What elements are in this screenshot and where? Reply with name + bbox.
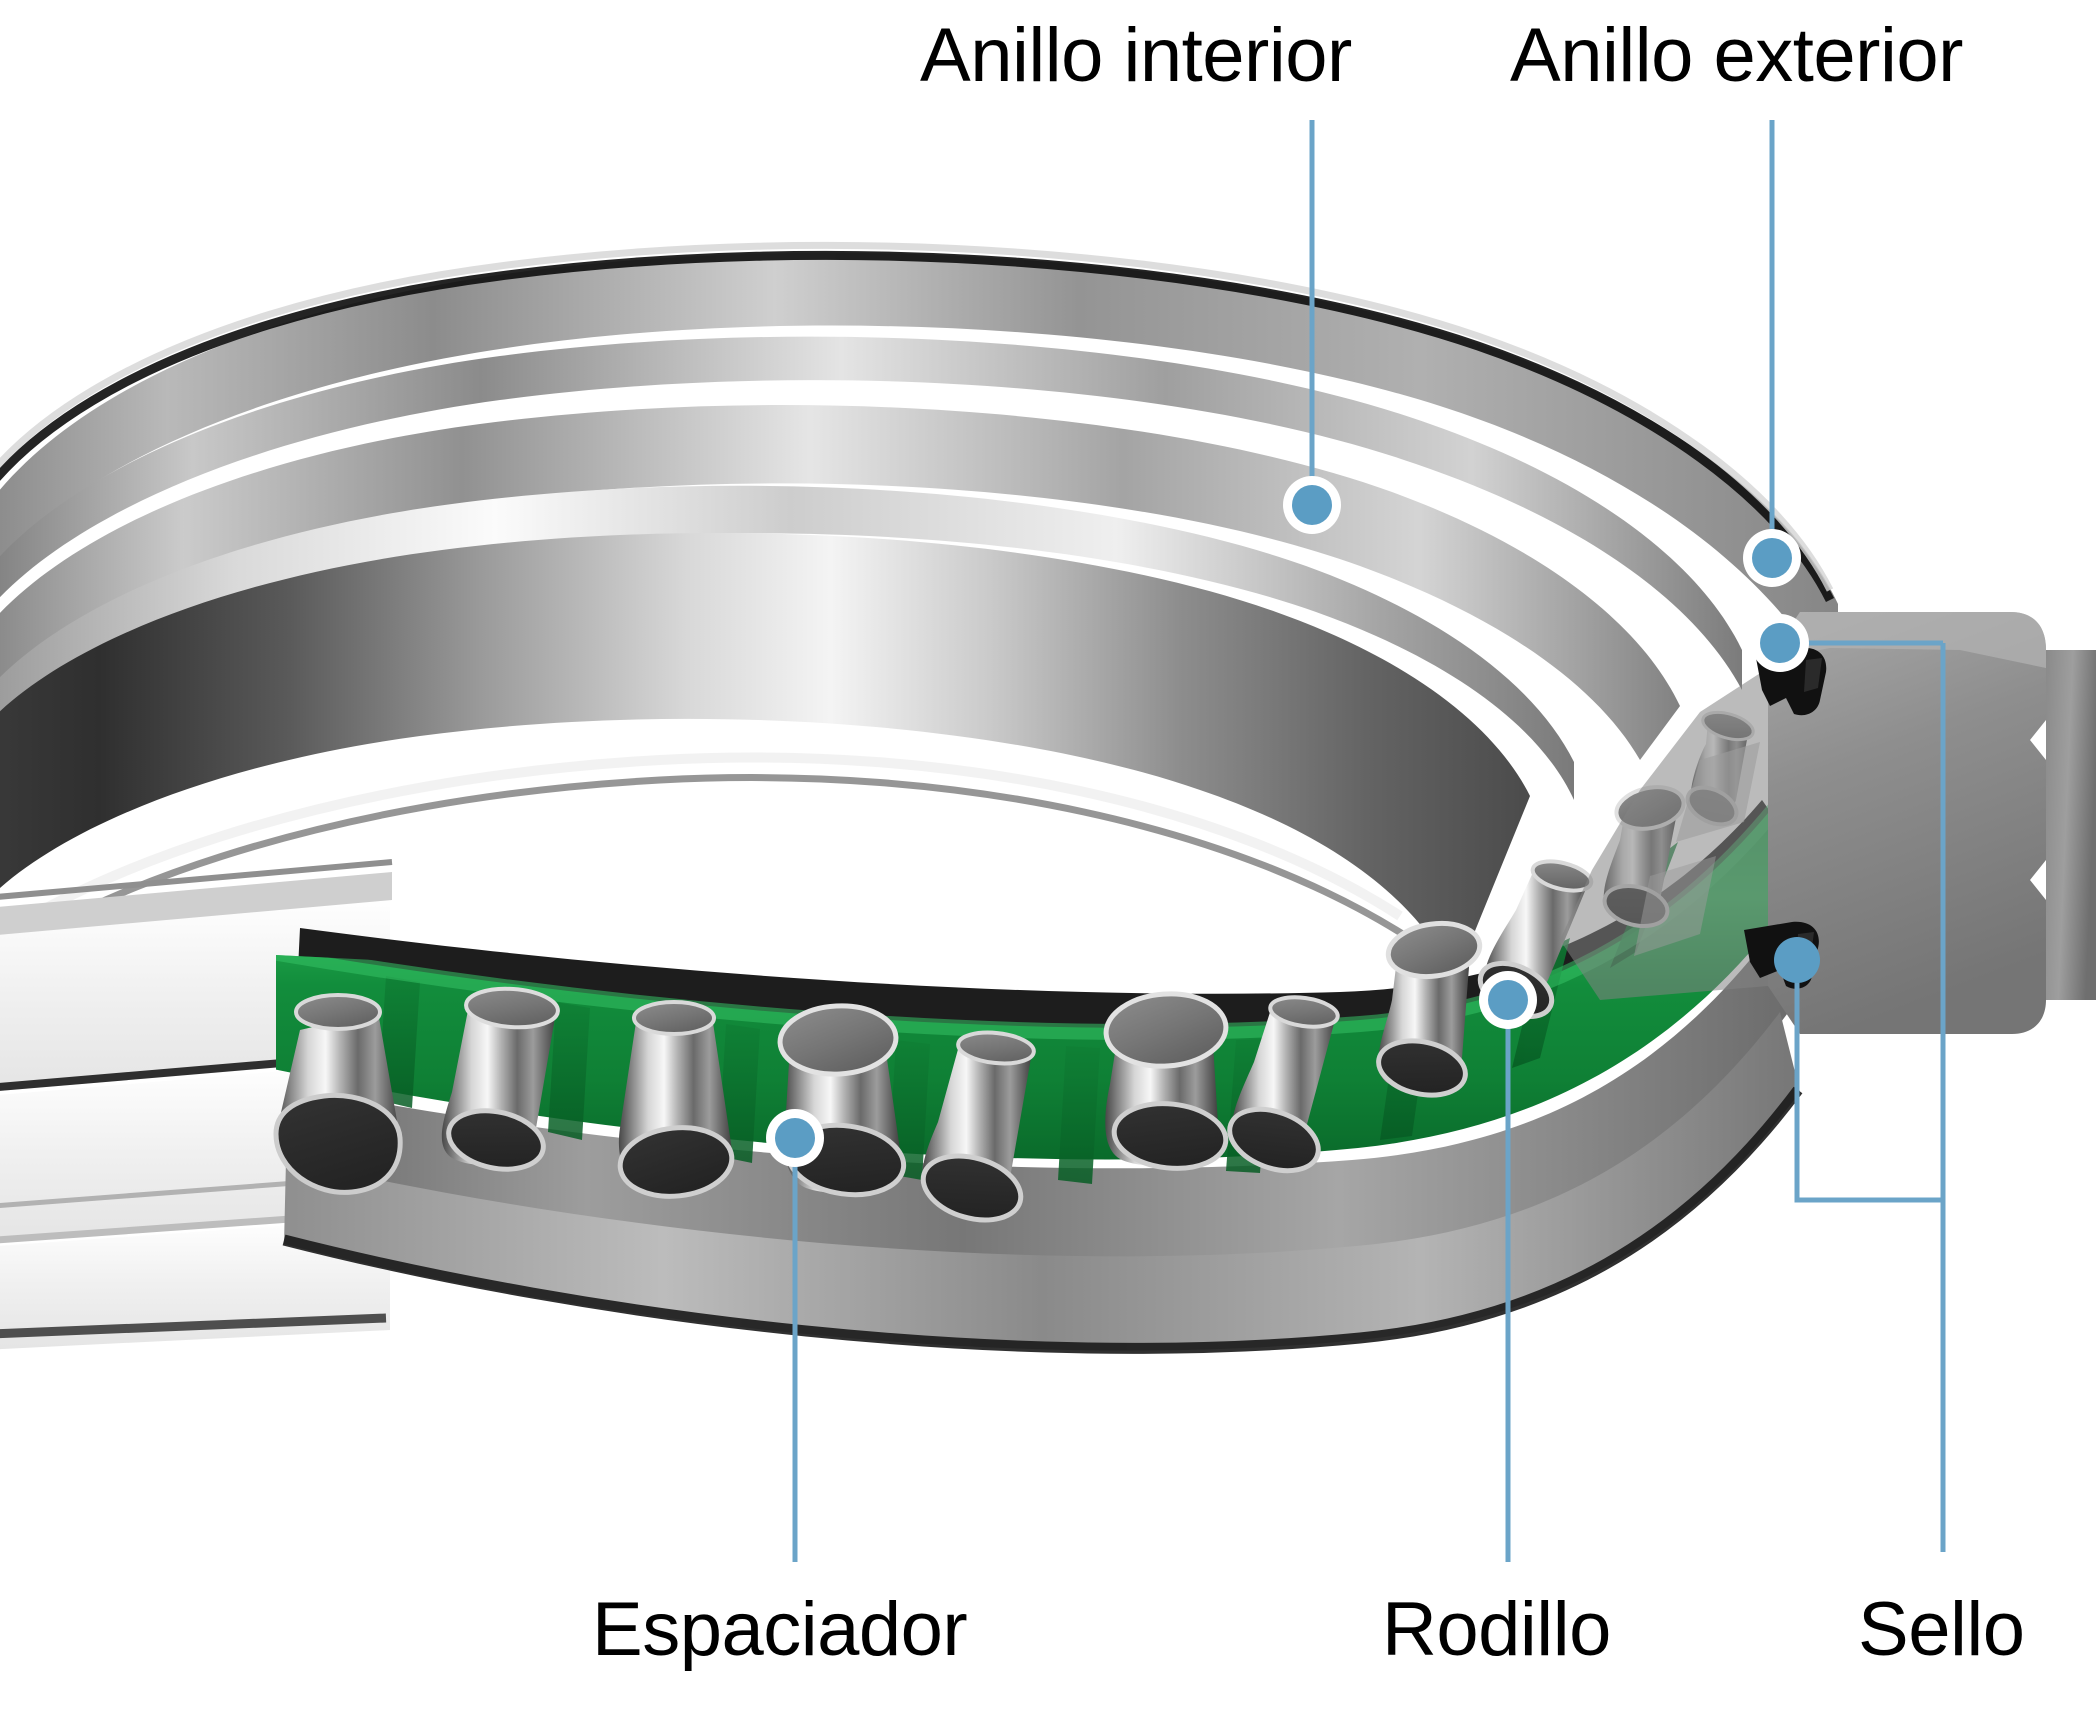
leader-seal-bottom	[1794, 960, 1943, 1203]
outer-ring-cut-face	[1560, 612, 2096, 1034]
roller	[1227, 995, 1340, 1174]
label-seal: Sello	[1858, 1587, 2025, 1672]
label-roller: Rodillo	[1382, 1587, 1611, 1672]
roller	[920, 1030, 1036, 1223]
callout-leaders	[792, 120, 1946, 1562]
roller	[273, 993, 403, 1195]
roller	[1103, 991, 1229, 1171]
callout-dot-inner-ring	[1283, 476, 1341, 534]
callout-dot-spacer	[766, 1109, 824, 1167]
callout-dot-roller	[1479, 971, 1537, 1029]
label-outer-ring: Anillo exterior	[1510, 13, 1963, 98]
callout-dot-outer-ring	[1743, 529, 1801, 587]
roller	[441, 986, 560, 1172]
roller	[617, 1000, 735, 1199]
callout-dot-seal-bottom	[1774, 937, 1820, 983]
roller	[777, 1003, 907, 1198]
roller	[1376, 920, 1483, 1098]
callout-dot-seal-top	[1751, 614, 1809, 672]
label-spacer: Espaciador	[592, 1587, 968, 1672]
label-inner-ring: Anillo interior	[920, 13, 1352, 98]
callout-dots	[766, 476, 1820, 1167]
